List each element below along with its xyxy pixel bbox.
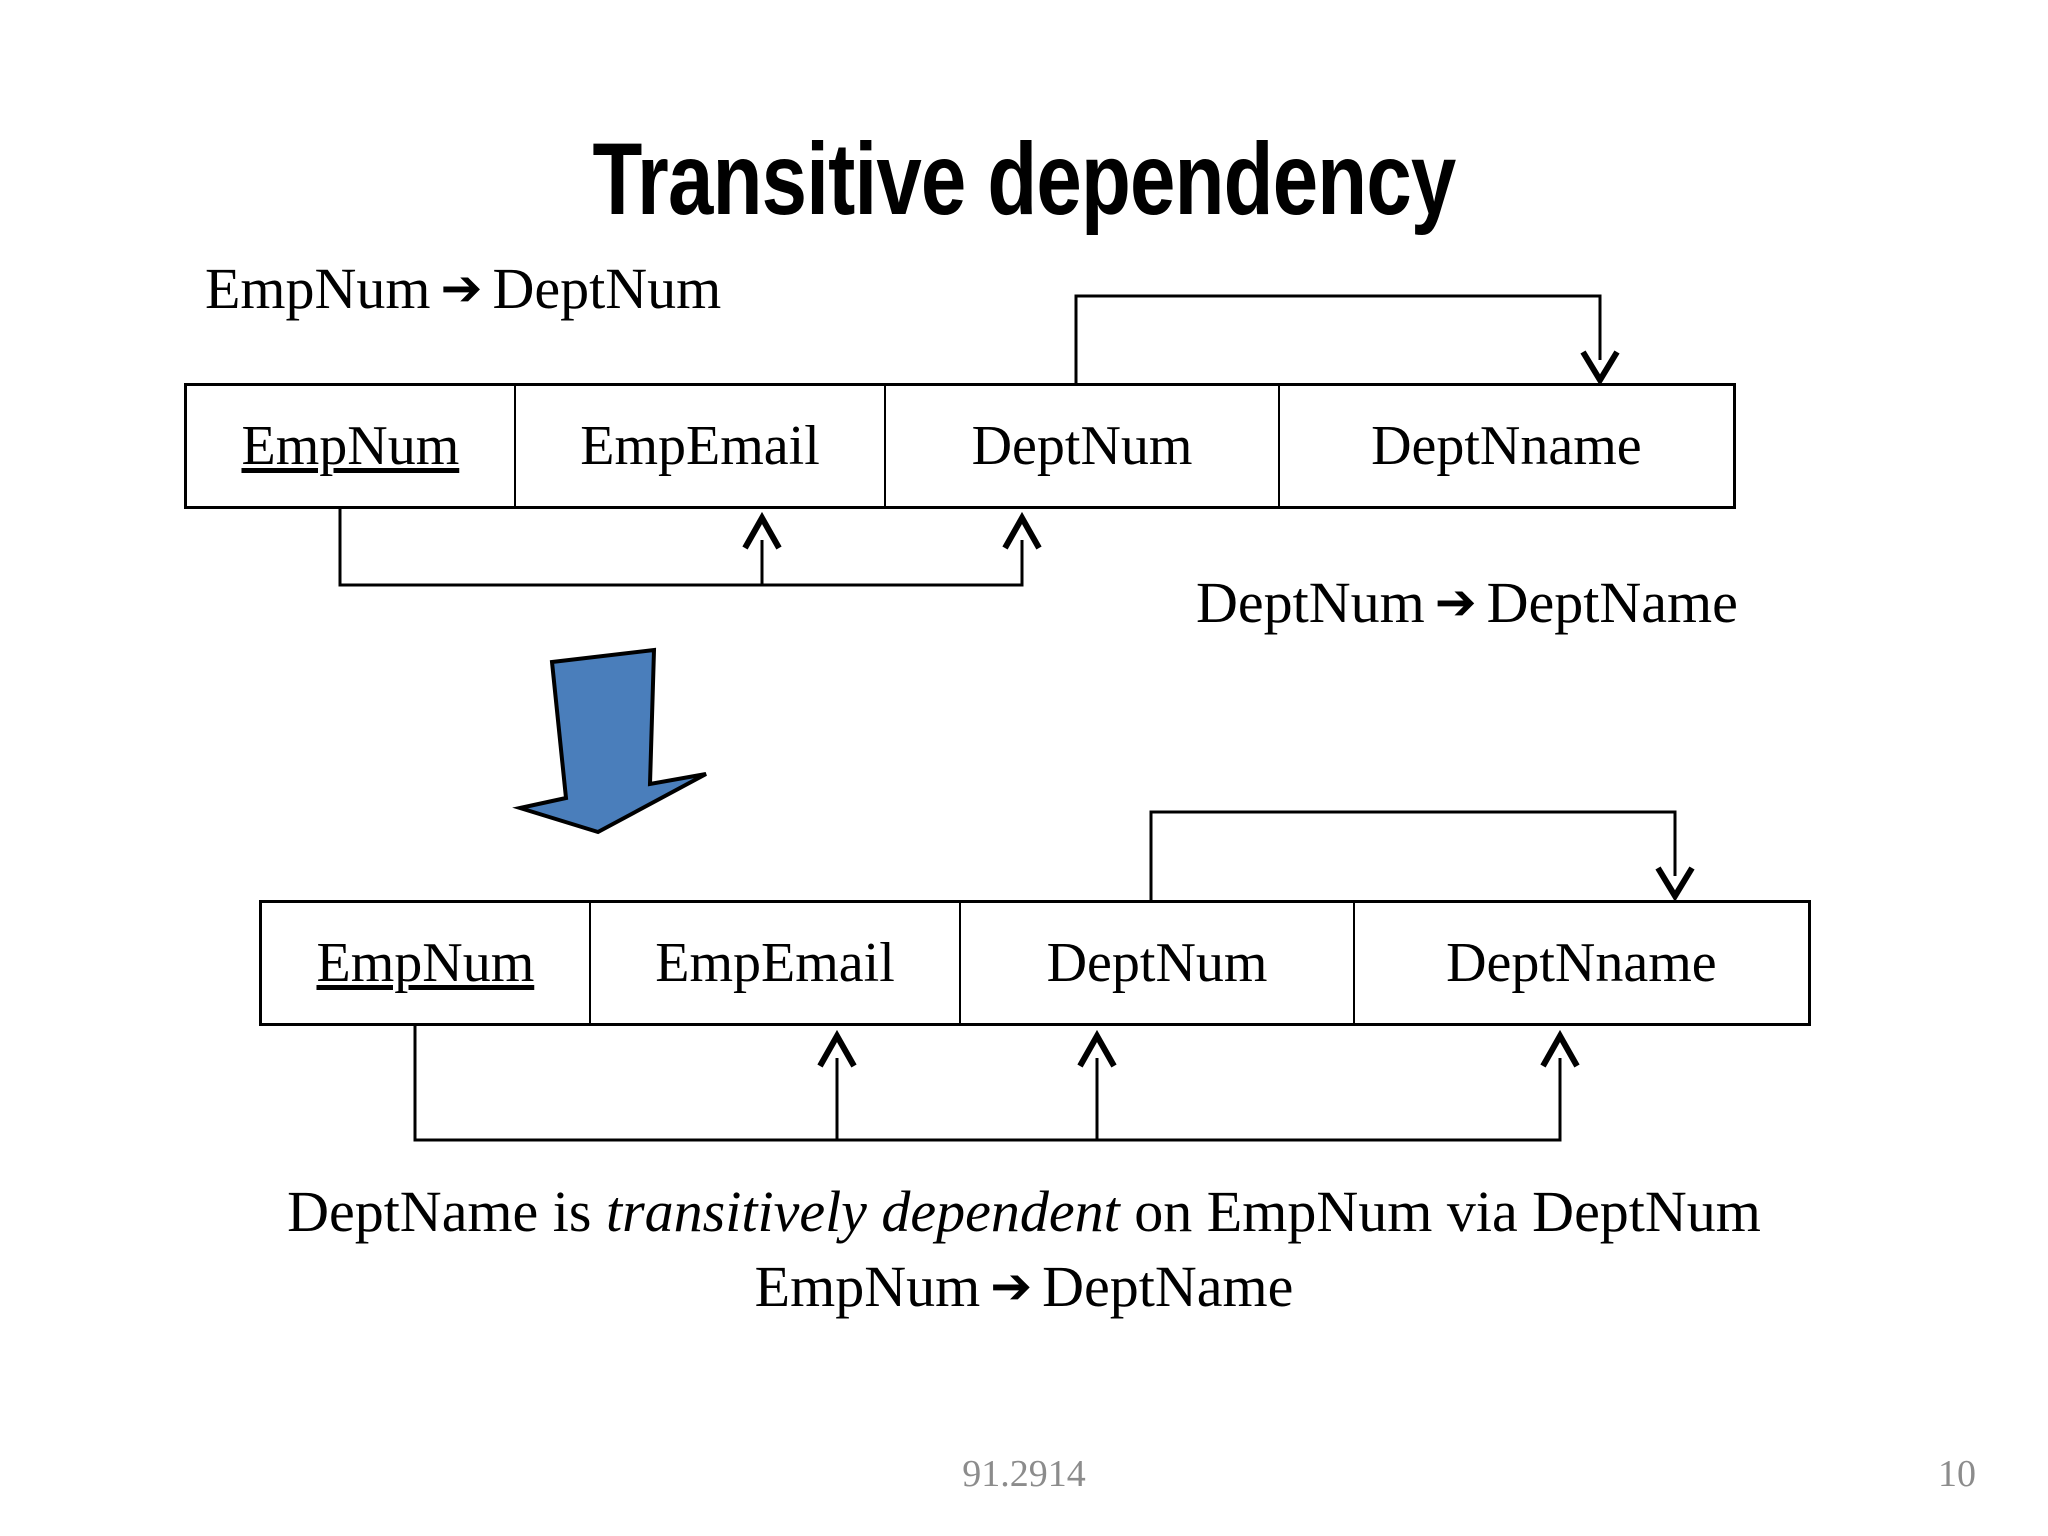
conclusion-line2: EmpNum➔DeptName <box>0 1253 2048 1320</box>
connector-empnum-to-deptnum-top <box>338 509 1024 587</box>
attribute-cell-deptnum: DeptNum <box>886 386 1280 506</box>
conclusion-line1: DeptName is transitively dependent on Em… <box>287 1179 1761 1244</box>
attribute-label: EmpEmail <box>655 932 895 994</box>
arrowhead-down-deptnname-top <box>1580 350 1620 386</box>
attribute-cell-empemail: EmpEmail <box>591 903 962 1023</box>
conclusion-line1-italic: transitively dependent <box>605 1179 1120 1244</box>
attribute-label: DeptNum <box>971 415 1193 477</box>
attribute-label: EmpNum <box>241 415 460 477</box>
connector-empnum-to-deptnname-bottom <box>413 1026 1562 1142</box>
attribute-cell-deptnname: DeptNname <box>1280 386 1733 506</box>
conclusion-line1-part1: DeptName is <box>287 1179 606 1244</box>
attribute-label: DeptNname <box>1371 415 1642 477</box>
arrowhead-up-empemail-bottom <box>817 1029 857 1068</box>
attribute-cell-deptnname: DeptNname <box>1355 903 1808 1023</box>
caption-empnum-to-deptnum: EmpNum➔DeptNum <box>205 256 722 321</box>
caption-left-term: DeptNum <box>1196 570 1425 635</box>
attribute-label: EmpEmail <box>580 415 820 477</box>
caption-right-term: DeptNum <box>492 256 722 321</box>
attribute-cell-deptnum: DeptNum <box>961 903 1355 1023</box>
attribute-label: DeptNum <box>1046 932 1268 994</box>
arrowhead-up-empemail-top <box>742 511 782 550</box>
right-arrow-icon: ➔ <box>990 1256 1033 1315</box>
footer-course-code: 91.2914 <box>962 1453 1086 1495</box>
caption-right-term: DeptName <box>1486 570 1738 635</box>
right-arrow-icon: ➔ <box>440 259 483 317</box>
page-title: Transitive dependency <box>592 122 1457 236</box>
caption-deptnum-to-deptname: DeptNum➔DeptName <box>1196 570 1738 635</box>
relation-table-top: EmpNum EmpEmail DeptNum DeptNname <box>184 383 1736 509</box>
attribute-label: EmpNum <box>316 932 535 994</box>
arrowhead-up-deptnum-top <box>1002 511 1042 550</box>
connector-deptnum-to-deptnname-bottom <box>1149 810 1677 900</box>
arrowhead-down-deptnname-bottom <box>1655 866 1695 902</box>
arrowhead-up-deptnname-bottom <box>1540 1029 1580 1068</box>
attribute-cell-empemail: EmpEmail <box>516 386 887 506</box>
arrowhead-up-deptnum-bottom <box>1077 1029 1117 1068</box>
relation-table-bottom: EmpNum EmpEmail DeptNum DeptNname <box>259 900 1811 1026</box>
transform-down-arrow-icon <box>512 647 707 835</box>
attribute-cell-empnum: EmpNum <box>262 903 591 1023</box>
conclusion-line2-right: DeptName <box>1042 1253 1294 1319</box>
connector-deptnum-to-deptnname-top <box>1074 294 1602 383</box>
caption-left-term: EmpNum <box>205 256 431 321</box>
right-arrow-icon: ➔ <box>1434 573 1477 631</box>
conclusion-line1-part2: on EmpNum via DeptNum <box>1119 1179 1761 1244</box>
attribute-label: DeptNname <box>1446 932 1717 994</box>
attribute-cell-empnum: EmpNum <box>187 386 516 506</box>
conclusion-text: DeptName is transitively dependent on Em… <box>0 1179 2048 1320</box>
transform-arrow-shape <box>512 647 707 835</box>
page-number: 10 <box>1938 1453 1976 1495</box>
conclusion-line2-left: EmpNum <box>754 1253 981 1319</box>
